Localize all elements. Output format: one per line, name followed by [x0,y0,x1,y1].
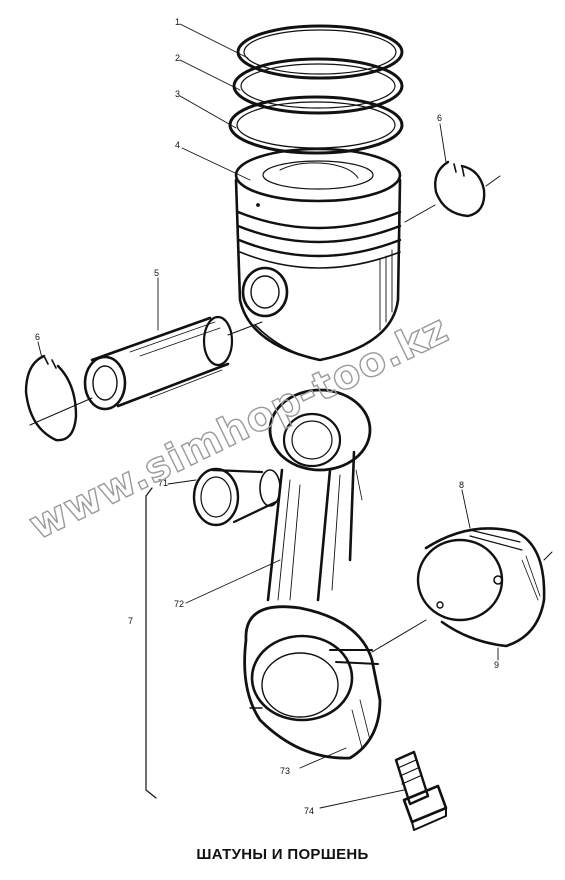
callout-bearing-shell: 8 [459,480,464,490]
rod-bolt [394,750,448,831]
circlip-left [24,354,78,442]
bearing-shell [371,527,553,653]
piston-pin [29,315,263,426]
callout-clip-right: 6 [437,113,442,123]
callout-big-end-cap: 73 [280,766,290,776]
callout-bearing-tab: 9 [494,660,499,670]
callout-ring-2: 2 [175,53,180,63]
callout-bolt: 74 [304,806,314,816]
piston [234,147,402,362]
circlip-right [404,160,501,223]
diagram-caption: ШАТУНЫ И ПОРШЕНЬ [196,846,369,863]
callout-piston: 4 [175,140,180,150]
leader-lines [37,23,499,809]
connecting-rod [243,388,382,760]
small-end-bushing [192,467,281,527]
callout-ring-3: 3 [175,89,180,99]
callout-ring-1: 1 [175,17,180,27]
assembly-bracket [145,487,157,799]
watermark-text: www.simhop-too.kz [22,306,456,549]
piston-ring-2 [232,57,404,115]
piston-ring-1 [236,24,404,80]
piston-ring-3 [228,95,404,155]
callout-small-end-bushing: 71 [158,478,168,488]
callout-pin: 5 [154,268,159,278]
callout-assembly: 7 [128,616,133,626]
callout-clip-left: 6 [35,332,40,342]
callout-rod: 72 [174,599,184,609]
